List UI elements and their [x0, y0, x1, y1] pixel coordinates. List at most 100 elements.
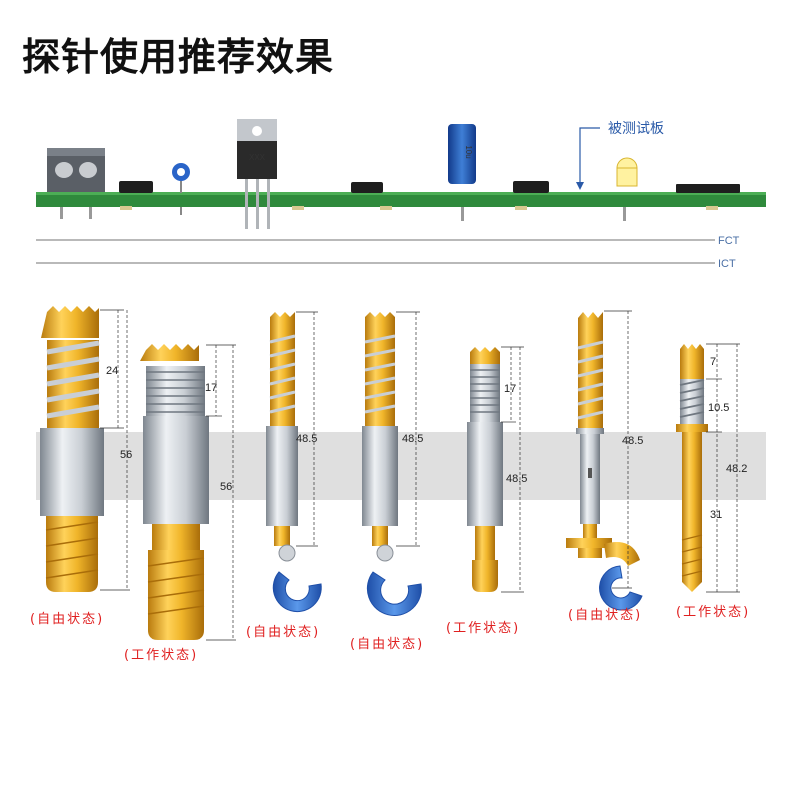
probe-7: 7 10.5 31 48.2 (工作状态): [676, 343, 750, 620]
probe-5: 17 48.5 (工作状态): [446, 346, 527, 636]
probe-collar: [576, 428, 604, 434]
probe-neck: [475, 526, 495, 560]
dimension-label: 48.2: [726, 463, 747, 475]
regulator-hole: [252, 126, 262, 136]
probe-1: 24 56 (自由状态): [30, 306, 132, 627]
connector-top: [47, 148, 105, 156]
probe-2: 17 56 (工作状态): [124, 344, 236, 663]
lead-pin: [180, 207, 182, 215]
regulator-body: [237, 141, 277, 179]
pad: [120, 206, 132, 210]
test-board: XXX 10u 被测试板: [36, 119, 766, 229]
probe-6: 48.5 (自由状态): [566, 310, 643, 623]
pad: [515, 206, 527, 210]
probe-barrel: [580, 434, 600, 524]
probe-barrel: [362, 426, 398, 526]
probe-neck: [583, 524, 597, 538]
smd-chip: [676, 184, 740, 193]
probe-tail: [472, 560, 498, 592]
hook: [599, 565, 643, 611]
dimension-label: 31: [710, 509, 722, 521]
dimension-label: 56: [220, 481, 232, 493]
dimension-label: 48.5: [622, 435, 643, 447]
probe-slot: [588, 468, 592, 478]
lead-pin: [461, 207, 464, 221]
lead-pin: [245, 179, 248, 229]
probe-barrel: [143, 416, 209, 524]
lead-pin: [89, 207, 92, 219]
dimension-label: 48.5: [402, 433, 423, 445]
probe-crown: [270, 312, 295, 331]
capacitor-label: 10u: [464, 145, 473, 158]
probe-neck: [274, 526, 290, 546]
probe-neck: [372, 526, 388, 546]
smd-chip: [119, 181, 153, 193]
dimension-label: 7: [710, 356, 716, 368]
smd-chip: [513, 181, 549, 193]
pcb-edge: [36, 192, 766, 195]
fct-label: FCT: [718, 235, 740, 247]
connector-hole: [55, 162, 73, 178]
connector-hole: [79, 162, 97, 178]
state-label: (自由状态): [246, 625, 320, 640]
dimension-label: 24: [106, 365, 118, 377]
dimension-label: 17: [205, 382, 217, 394]
smd-chip: [351, 182, 383, 193]
probe-neck: [152, 524, 200, 550]
dimension-label: 48.5: [296, 433, 317, 445]
lead-pin: [180, 181, 182, 193]
hook-ring: [376, 544, 394, 562]
hook-ring: [278, 544, 296, 562]
pcb: [36, 192, 766, 207]
probe-crown: [365, 312, 395, 331]
probe-3: 48.5 (自由状态): [246, 311, 322, 640]
board-arrow-head: [576, 182, 584, 190]
regulator-label: XXX: [249, 153, 266, 162]
probe-crossbar: [578, 548, 602, 558]
probe-spring: [470, 364, 500, 422]
probe-spring: [146, 366, 205, 416]
probe-crown: [41, 306, 99, 338]
probe-elbow: [604, 542, 640, 566]
probe-spring: [680, 379, 704, 424]
dimension-label: 56: [120, 449, 132, 461]
capacitor: [448, 124, 476, 184]
board-arrow-line: [579, 127, 600, 188]
state-label: (自由状态): [30, 612, 104, 627]
probe-tail: [46, 516, 98, 592]
probe-barrel: [40, 428, 104, 516]
page-title: 探针使用推荐效果: [22, 35, 335, 79]
lead-pin: [60, 207, 63, 219]
probe-barrel: [467, 422, 503, 526]
state-label: (工作状态): [124, 648, 198, 663]
dimension-label: 17: [504, 383, 516, 395]
state-label: (自由状态): [568, 608, 642, 623]
state-label: (工作状态): [446, 621, 520, 636]
lead-pin: [623, 207, 626, 221]
pad: [292, 206, 304, 210]
probe-body: [682, 432, 702, 530]
blue-component-center: [177, 168, 185, 176]
probe-tail: [148, 550, 204, 640]
probe-collar: [676, 424, 708, 432]
hook: [272, 571, 322, 613]
probe-crown: [680, 344, 704, 379]
probe-barrel: [266, 426, 298, 526]
probe-4: 48.5 (自由状态): [350, 311, 424, 652]
state-label: (自由状态): [350, 637, 424, 652]
state-label: (工作状态): [676, 605, 750, 620]
led-body: [616, 167, 638, 187]
probe-crown: [578, 312, 603, 336]
probe-crown: [140, 344, 199, 361]
lead-pin: [256, 179, 259, 229]
ict-label: ICT: [718, 258, 736, 270]
probe-crown: [470, 347, 500, 364]
board-label: 被测试板: [608, 121, 664, 137]
hook: [366, 571, 422, 616]
dimension-label: 10.5: [708, 402, 729, 414]
pad: [380, 206, 392, 210]
probe-crossbar: [566, 538, 612, 548]
dimension-label: 48.5: [506, 473, 527, 485]
pad: [706, 206, 718, 210]
